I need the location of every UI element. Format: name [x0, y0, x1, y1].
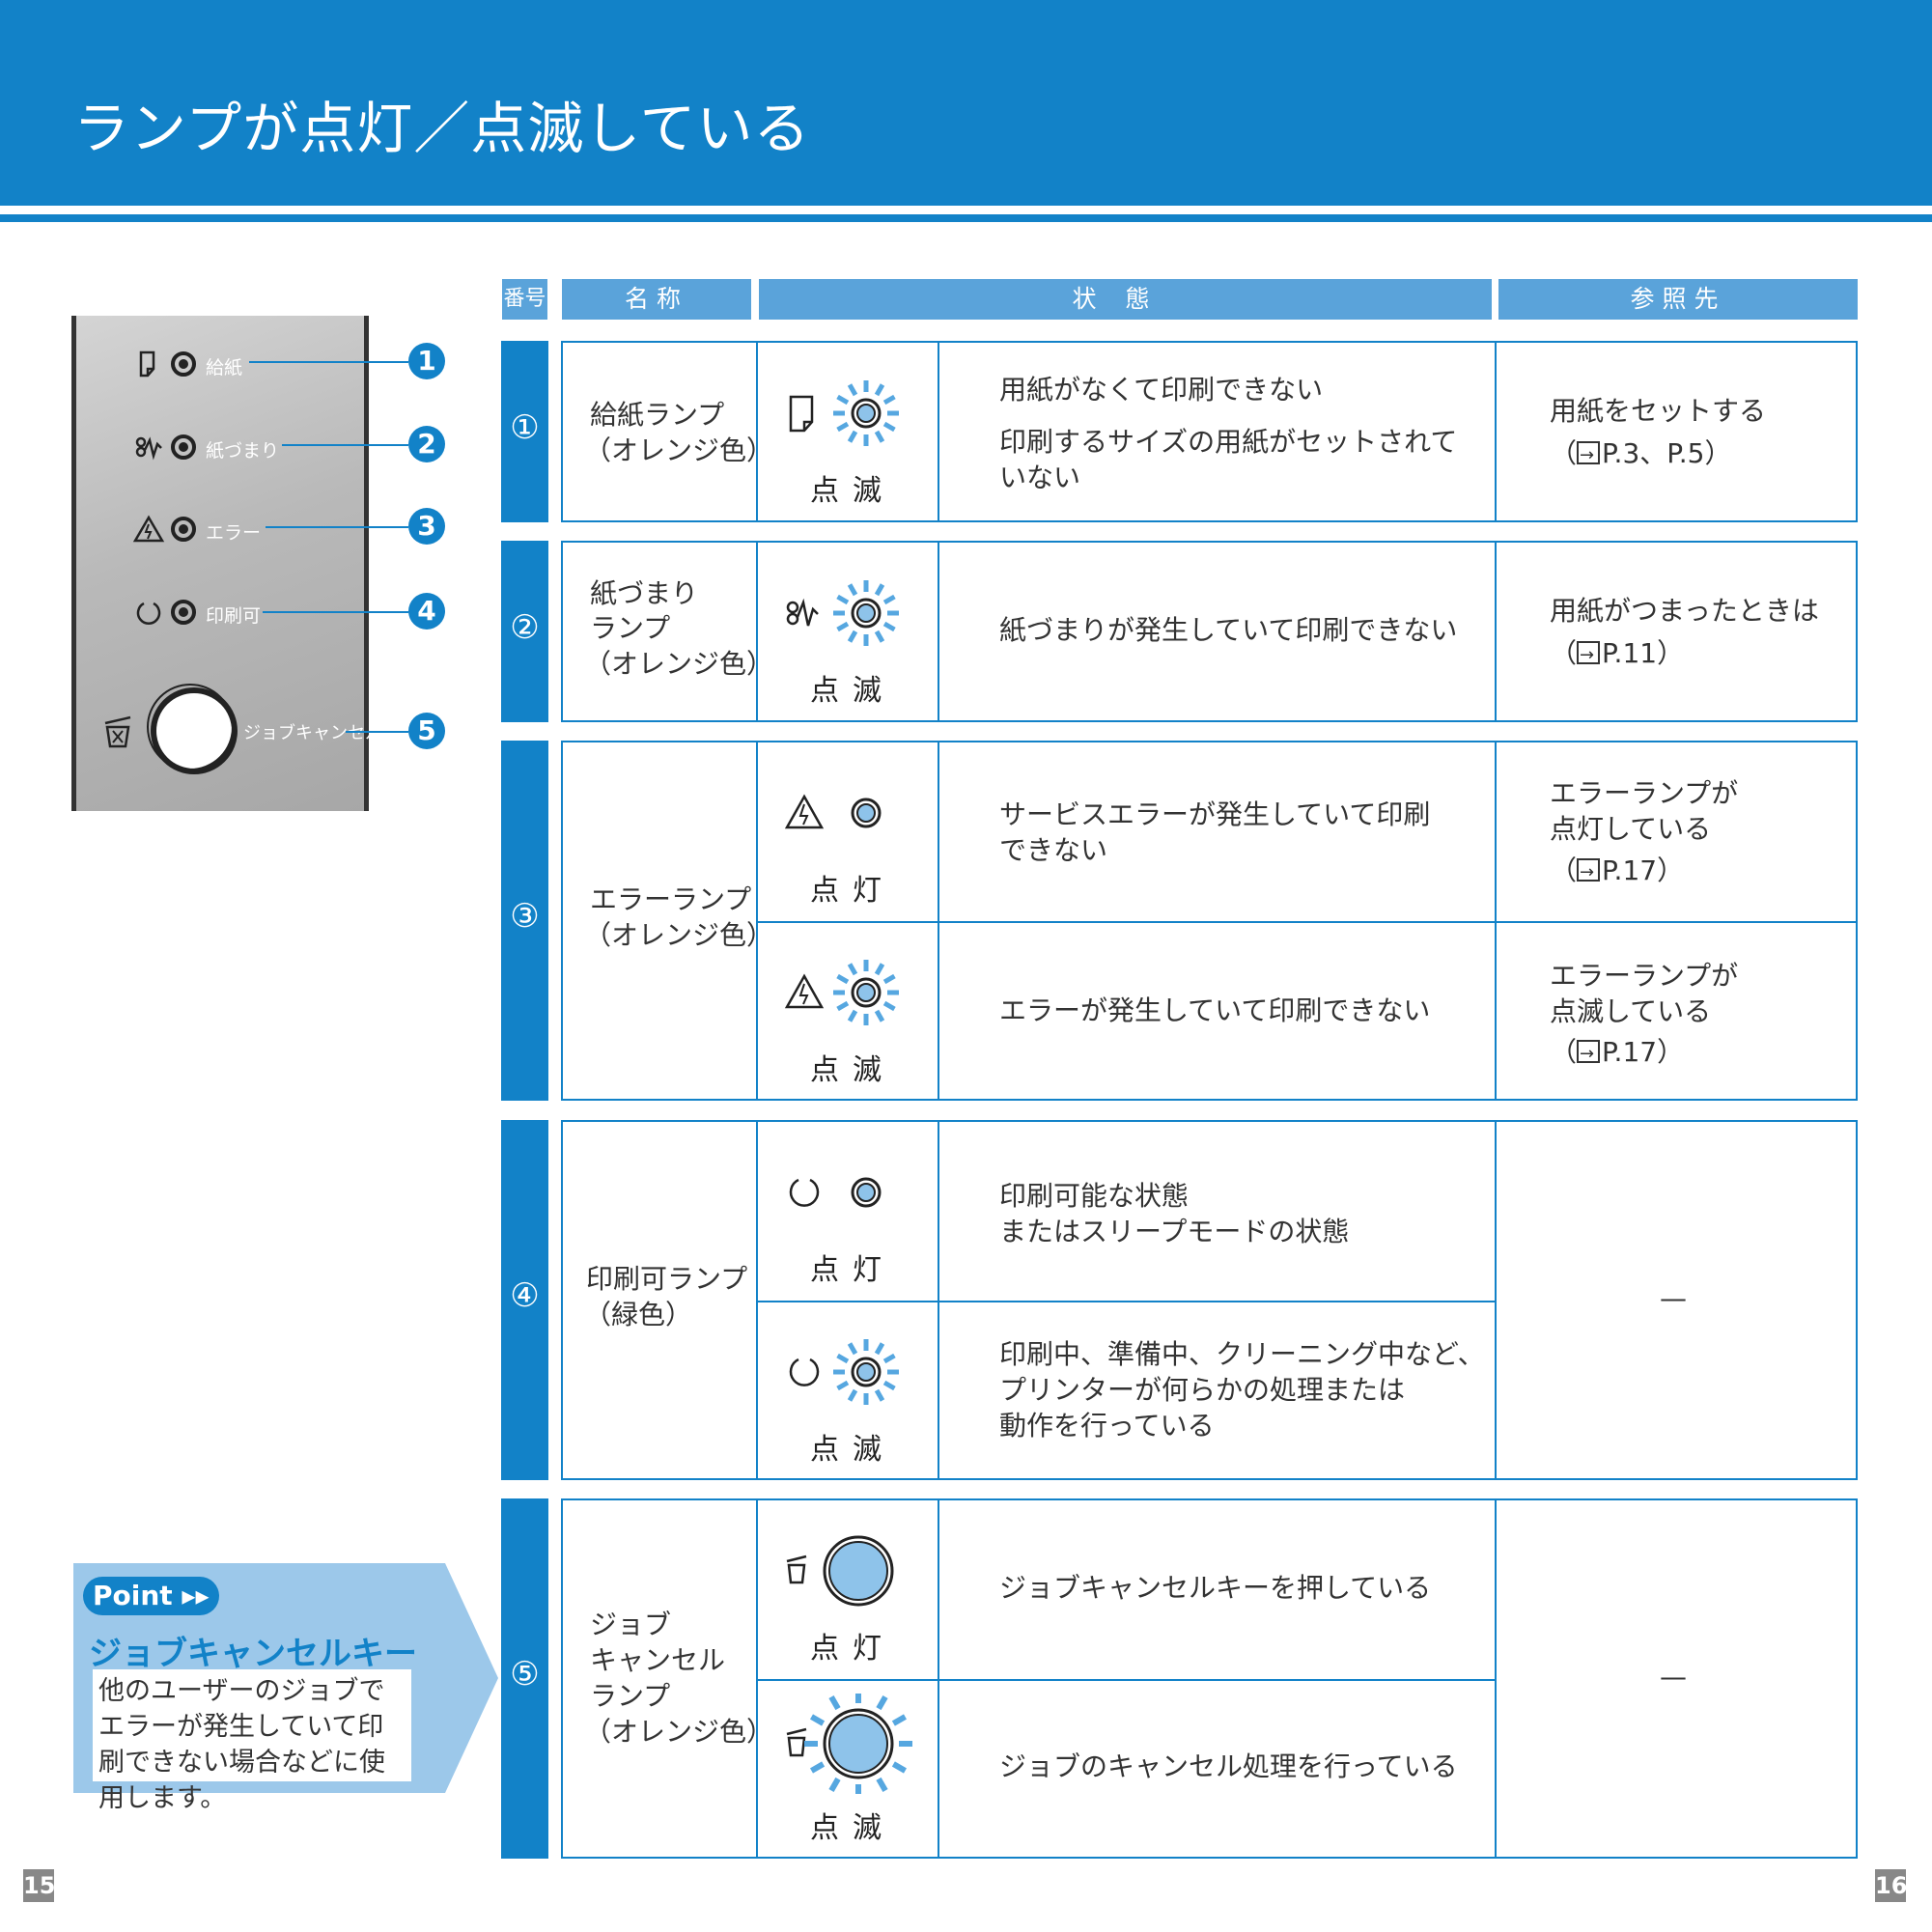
cancel-lamp-on-icon: [786, 1535, 894, 1607]
callout-line-5: [346, 731, 408, 733]
jam-lamp-blink-icon: [786, 580, 899, 646]
row-number-2: ②: [501, 541, 548, 722]
panel-label-cancel: ジョブキャンセル: [243, 723, 382, 743]
row-number-1: ①: [501, 341, 548, 522]
callout-line-3: [266, 526, 408, 528]
panel-row-paper: 給紙: [76, 346, 443, 384]
panel-label-error: エラー: [206, 522, 262, 544]
callout-number-2: 2: [408, 426, 445, 462]
row-number-3: ③: [501, 741, 548, 1101]
callout-number-1: 1: [408, 343, 445, 379]
panel-row-jam: 紙づまり: [76, 429, 443, 467]
panel-label-ready: 印刷可: [206, 605, 262, 627]
header-name: 名称: [562, 279, 751, 320]
ready-lamp: [171, 600, 196, 625]
callout-number-4: 4: [408, 593, 445, 630]
trash-icon: [104, 715, 131, 748]
panel-label-jam: 紙づまり: [206, 440, 280, 462]
paper-lamp: [171, 351, 196, 377]
ready-lamp-blink-icon: [789, 1339, 899, 1405]
point-title: ジョブキャンセルキー: [89, 1635, 417, 1673]
table-row-error: エラーランプ （オレンジ色） 点灯 サービスエラーが発生していて印刷 できない …: [561, 741, 1858, 1101]
reference-arrow-icon: [1577, 437, 1601, 473]
error-lamp: [171, 517, 196, 542]
ready-lamp-on-icon: [789, 1177, 882, 1208]
reference-none: —: [1660, 1282, 1687, 1314]
printer-control-panel: 給紙 紙づまり エラー 印刷可 ジョブキャンセル: [71, 316, 382, 811]
panel-row-ready: 印刷可: [76, 594, 443, 632]
point-note: Point ▸▸ ジョブキャンセルキー 他のユーザーのジョブでエラーが発生してい…: [73, 1563, 498, 1813]
table-row-jam: 紙づまり ランプ （オレンジ色） 点滅 紙づまりが発生していて印刷できない 用紙…: [561, 541, 1858, 722]
callout-line-4: [263, 611, 408, 613]
error-lamp-on-icon: [784, 794, 882, 829]
panel-label-paper: 給紙: [206, 357, 243, 378]
warning-icon: [132, 515, 165, 543]
table-row-job-cancel: ジョブ キャンセル ランプ （オレンジ色） 点灯 ジョブキャンセルキーを押してい…: [561, 1498, 1858, 1859]
page-header: ランプが点灯／点滅している: [0, 0, 1932, 206]
paper-lamp-blink-icon: [789, 380, 899, 446]
error-lamp-blink-icon: [784, 960, 899, 1025]
point-body: 他のユーザーのジョブでエラーが発生していて印刷できない場合などに使用します。: [93, 1669, 411, 1813]
reference-arrow-icon: [1577, 1036, 1601, 1072]
panel-row-error: エラー: [76, 511, 443, 549]
callout-number-3: 3: [408, 508, 445, 545]
reference-arrow-icon: [1577, 637, 1601, 673]
callout-line-1: [249, 361, 408, 363]
table-row-paper: 給紙ランプ （オレンジ色） 点滅 用紙がなくて印刷できない 印刷するサイズの用紙…: [561, 341, 1858, 522]
ready-ring-icon: [136, 602, 161, 626]
reference-arrow-icon: [1577, 854, 1601, 890]
page-number-right: 16: [1875, 1869, 1907, 1902]
paper-jam-icon: [135, 436, 162, 461]
paper-icon: [139, 350, 155, 378]
reference-link[interactable]: P.17: [1602, 854, 1658, 886]
header-state: 状態: [759, 279, 1492, 320]
page-number-left: 15: [23, 1869, 55, 1902]
callout-line-2: [282, 444, 408, 446]
row-number-5: ⑤: [501, 1498, 548, 1859]
header-rule: [0, 214, 1932, 222]
jam-lamp: [171, 434, 196, 460]
cancel-lamp-blink-icon: [786, 1694, 912, 1794]
reference-link[interactable]: P.17: [1602, 1036, 1658, 1068]
callout-number-5: 5: [408, 713, 445, 749]
job-cancel-key: [147, 684, 238, 774]
reference-link[interactable]: P.11: [1602, 637, 1658, 669]
header-number: 番号: [502, 279, 547, 320]
table-row-ready: 印刷可ランプ （緑色） 点灯 印刷可能な状態 またはスリープモードの状態 点滅 …: [561, 1120, 1858, 1480]
page-title: ランプが点灯／点滅している: [73, 96, 811, 161]
header-reference: 参照先: [1498, 279, 1858, 320]
point-badge: Point ▸▸: [83, 1577, 219, 1615]
row-number-4: ④: [501, 1120, 548, 1480]
reference-link[interactable]: P.3、P.5: [1602, 437, 1705, 469]
reference-none: —: [1660, 1661, 1687, 1693]
